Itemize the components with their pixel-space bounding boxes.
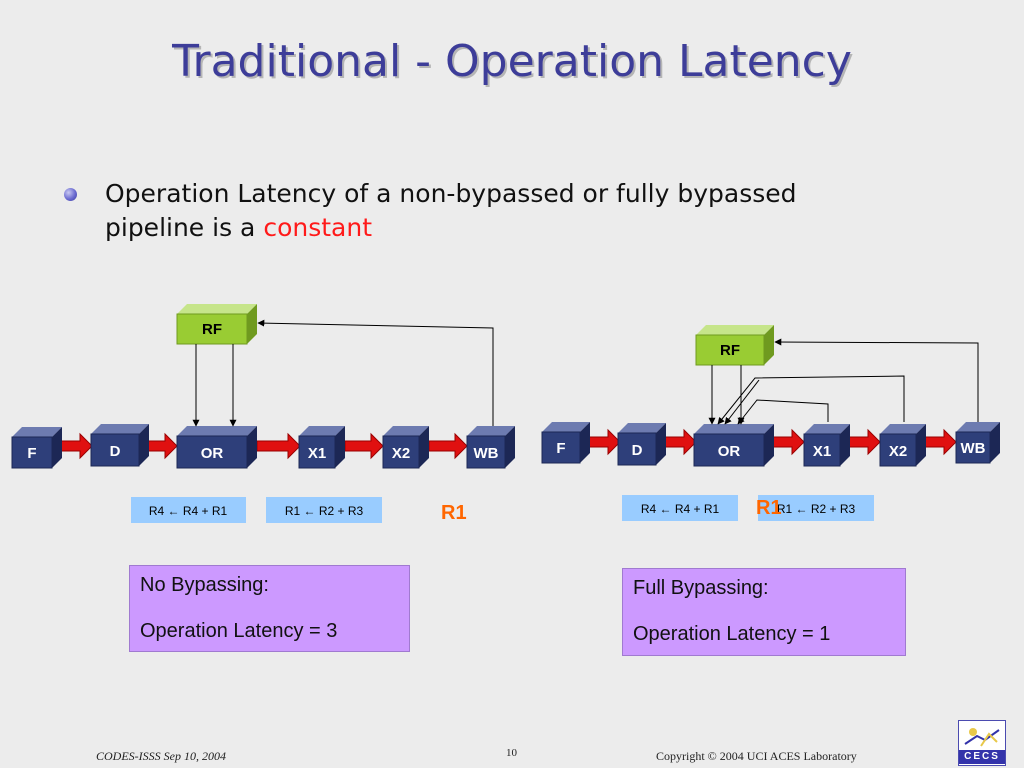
- register-file: RF: [695, 325, 774, 366]
- latency-value: Operation Latency = 1: [633, 623, 831, 645]
- register-label: R1: [441, 502, 467, 524]
- footer-left: CODES-ISSS Sep 10, 2004: [96, 749, 226, 763]
- latency-value: Operation Latency = 3: [140, 620, 338, 642]
- no-bypassing-box: No Bypassing: Operation Latency = 3: [129, 565, 410, 652]
- stage-label: F: [556, 440, 565, 457]
- bullet-point: Operation Latency of a non-bypassed or f…: [105, 177, 865, 245]
- stage-WB: WB: [955, 422, 1000, 464]
- stage-label: X2: [889, 443, 907, 460]
- logo-text: CECS: [959, 750, 1005, 764]
- bullet-dot-icon: [64, 188, 77, 201]
- right-pipeline: F D OR X1 X2 WB: [541, 325, 1000, 521]
- page-number: 10: [506, 747, 517, 759]
- left-pipeline: F D OR X1 X2 WB: [11, 304, 515, 524]
- stage-label: X1: [813, 443, 831, 460]
- instruction-label: R1 ← R2 + R3: [777, 502, 856, 516]
- slide-title: Traditional - Operation Latency: [172, 36, 852, 87]
- bullet-text-main: Operation Latency of a non-bypassed or f…: [105, 179, 797, 242]
- footer-copyright: Copyright © 2004 UCI ACES Laboratory: [656, 749, 857, 763]
- right-stage-connectors: [581, 428, 957, 456]
- stage-label: WB: [961, 440, 986, 457]
- stage-label: X2: [392, 445, 410, 462]
- stage-X2: X2: [382, 426, 429, 469]
- left-instructions: R4 ← R4 + R1 R1 ← R2 + R3: [131, 497, 382, 523]
- cecs-logo: CECS: [958, 720, 1006, 766]
- stage-label: WB: [474, 445, 499, 462]
- instruction-label: R1 ← R2 + R3: [285, 504, 364, 518]
- stage-label: OR: [718, 443, 741, 460]
- rf-label: RF: [720, 342, 740, 359]
- stage-label: OR: [201, 445, 224, 462]
- stage-X2: X2: [879, 424, 926, 467]
- right-bypass-arrows: [708, 338, 979, 425]
- stage-label: D: [110, 443, 121, 460]
- instruction-label: R4 ← R4 + R1: [149, 504, 228, 518]
- register-label: R1: [756, 497, 782, 519]
- stage-label: D: [632, 442, 643, 459]
- stage-label: F: [27, 445, 36, 462]
- rf-label: RF: [202, 321, 222, 338]
- stage-F: F: [11, 427, 62, 469]
- instruction-label: R4 ← R4 + R1: [641, 502, 720, 516]
- stage-OR: OR: [693, 424, 774, 467]
- stage-OR: OR: [176, 426, 257, 469]
- latency-caption: No Bypassing:: [140, 574, 269, 596]
- bullet-text-highlight: constant: [263, 213, 373, 242]
- left-read-arrows: [192, 319, 494, 427]
- logo-art-icon: [964, 728, 1000, 747]
- stage-D: D: [90, 424, 149, 467]
- stage-F: F: [541, 422, 590, 464]
- stage-WB: WB: [466, 426, 515, 469]
- stage-X1: X1: [803, 424, 850, 467]
- full-bypassing-box: Full Bypassing: Operation Latency = 1: [622, 568, 906, 656]
- right-instructions: R4 ← R4 + R1 R1 ← R2 + R3: [622, 495, 874, 521]
- register-file: RF: [176, 304, 257, 345]
- stage-X1: X1: [298, 426, 345, 469]
- stage-D: D: [617, 423, 666, 466]
- stage-label: X1: [308, 445, 326, 462]
- latency-caption: Full Bypassing:: [633, 577, 769, 599]
